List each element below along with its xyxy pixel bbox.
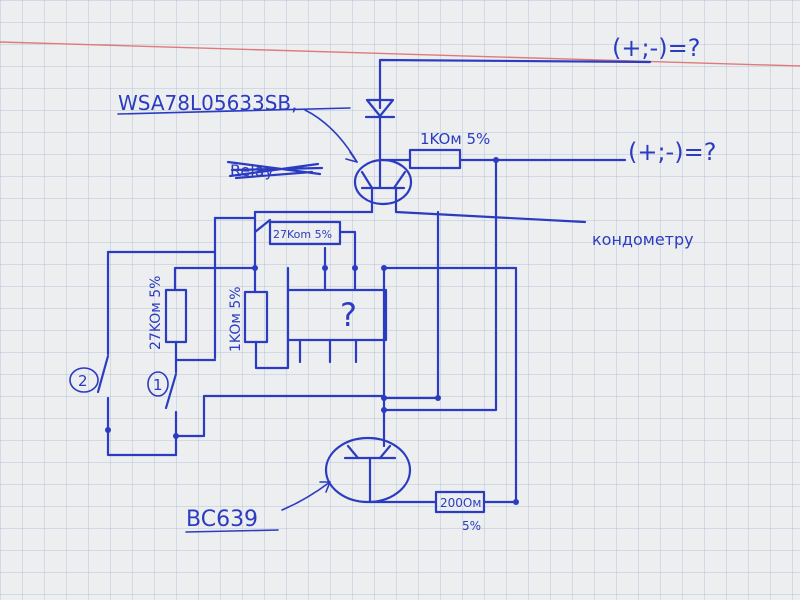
meter-wire (394, 210, 587, 224)
margin-line (0, 41, 800, 67)
resistor-1k-top (378, 148, 627, 170)
switch-2 (96, 250, 178, 457)
output-top-label: (+;-)=? (612, 34, 700, 62)
resistor-1k-vertical (243, 266, 290, 370)
crossed-out-word: Relay (226, 160, 324, 180)
wire-right-down (382, 158, 498, 412)
unknown-chip-label: ? (340, 296, 357, 334)
resistor-1k-top-label: 1KOм 5% (420, 130, 490, 148)
switch-1-label: 1 (153, 376, 163, 394)
switch-2-marker (69, 367, 99, 393)
resistor-1k-vertical-label: 1KOм 5% (228, 286, 244, 352)
diode (364, 58, 652, 162)
switch-1 (164, 358, 386, 457)
resistor-27k-vertical-label: 27KOм 5% (148, 276, 164, 350)
resistor-200 (434, 490, 519, 514)
resistor-27k-small-label: 27Kom 5% (273, 228, 332, 241)
lower-transistor (281, 418, 438, 511)
transistor-label: BC639 (186, 507, 258, 532)
resistor-200-label: 200Oм (440, 496, 481, 510)
switch-2-label: 2 (78, 372, 88, 390)
unknown-chip (286, 266, 388, 364)
switch-1-marker (147, 371, 169, 397)
meter-label: кондометру (592, 230, 694, 249)
output-mid-label: (+;-)=? (628, 138, 716, 166)
svg-text:Relay: Relay (230, 161, 274, 180)
upper-network (106, 210, 518, 504)
resistor-200-tolerance: 5% (462, 519, 481, 533)
